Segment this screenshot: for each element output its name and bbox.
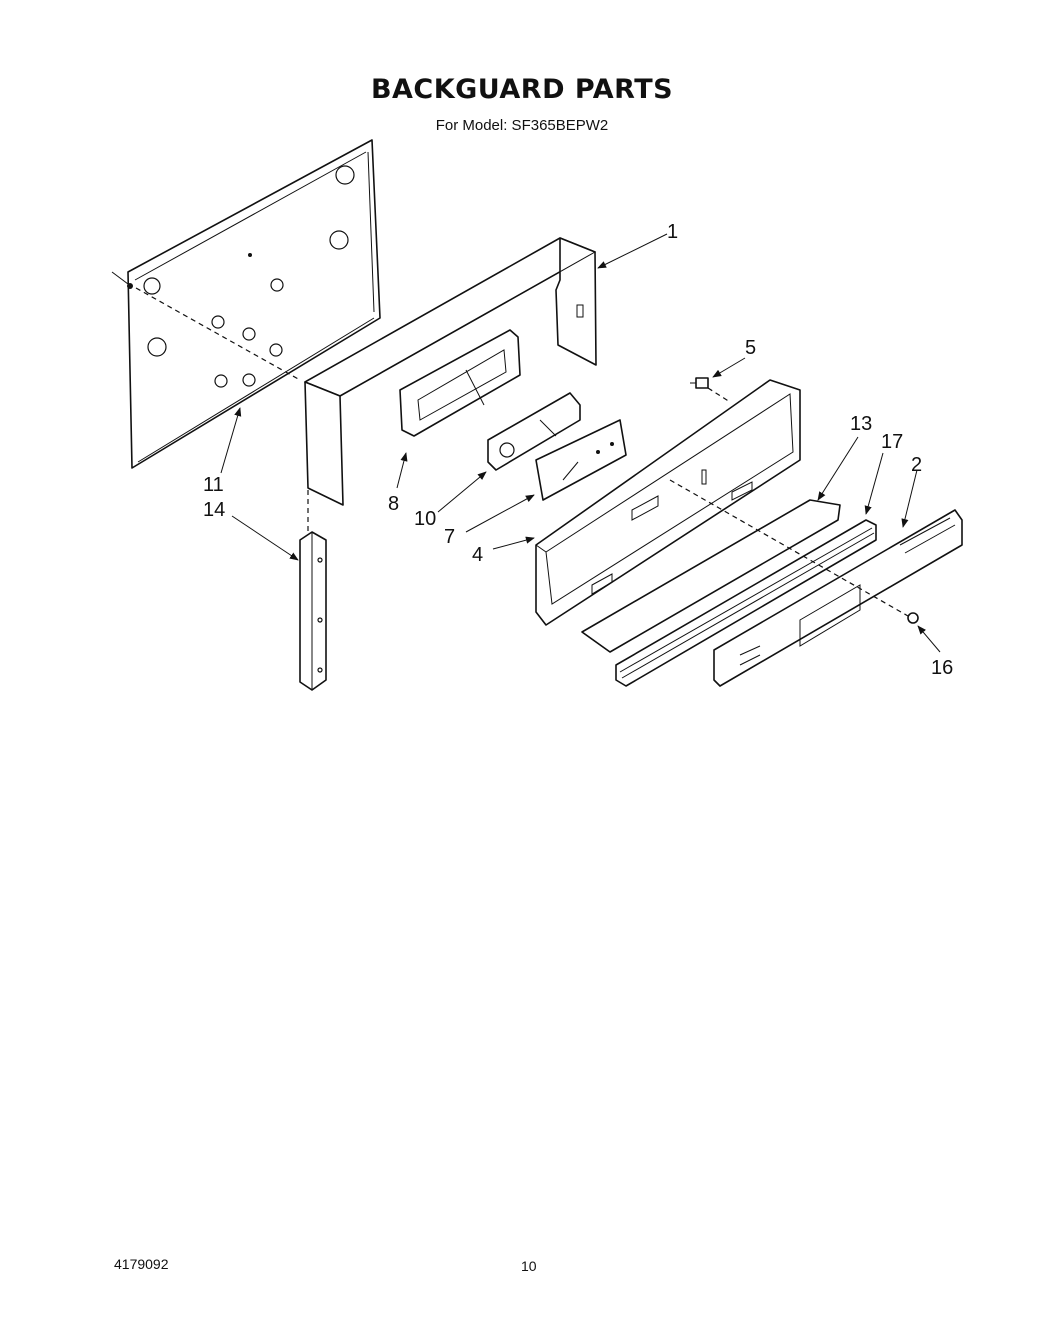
panel-overlay-part-2 bbox=[713, 509, 963, 687]
trim-part-17 bbox=[615, 519, 877, 687]
callout-5: 5 bbox=[745, 337, 756, 359]
glass-insert-part-13 bbox=[581, 499, 841, 653]
screw-part-5 bbox=[690, 377, 709, 389]
side-bracket-part-14 bbox=[299, 531, 327, 691]
rear-panel-part-11 bbox=[111, 139, 381, 469]
page-title: BACKGUARD PARTS bbox=[370, 74, 674, 105]
callout-4: 4 bbox=[472, 544, 483, 566]
control-panel-part-4 bbox=[535, 379, 801, 626]
callout-17: 17 bbox=[881, 431, 903, 453]
callout-7: 7 bbox=[444, 526, 455, 548]
callout-16: 16 bbox=[931, 657, 953, 679]
page-number: 10 bbox=[521, 1258, 537, 1274]
switch-bracket-part-8 bbox=[399, 329, 521, 437]
callout-14: 14 bbox=[203, 499, 225, 521]
plate-part-7 bbox=[535, 419, 627, 501]
callout-2: 2 bbox=[911, 454, 922, 476]
switch-part-10 bbox=[487, 392, 581, 471]
bolt-part-16 bbox=[907, 612, 919, 624]
callout-11: 11 bbox=[203, 474, 224, 496]
document-number: 4179092 bbox=[114, 1256, 169, 1272]
callout-13: 13 bbox=[850, 413, 872, 435]
callout-10: 10 bbox=[414, 508, 436, 530]
backguard-shell-part-1 bbox=[304, 237, 597, 506]
model-subtitle: For Model: SF365BEPW2 bbox=[435, 117, 609, 134]
callout-8: 8 bbox=[388, 493, 399, 515]
callout-1: 1 bbox=[667, 221, 678, 243]
